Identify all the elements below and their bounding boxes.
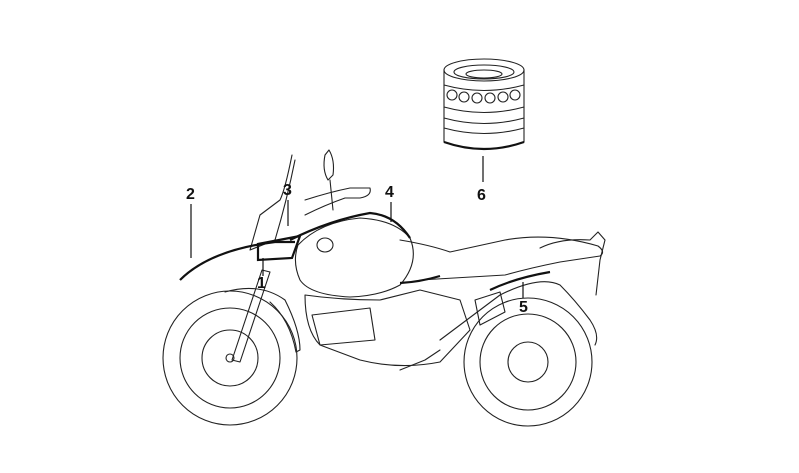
callout-6[interactable]: 6 bbox=[477, 187, 486, 204]
tank-stripe bbox=[289, 211, 411, 241]
front-fender-stripe bbox=[179, 240, 295, 281]
rear-wheel bbox=[463, 297, 593, 427]
tank-lower-stripe bbox=[399, 274, 441, 285]
callout-2[interactable]: 2 bbox=[186, 186, 195, 203]
callout-3[interactable]: 3 bbox=[283, 182, 292, 199]
side-cover-stripe bbox=[489, 270, 551, 291]
front-wheel bbox=[162, 290, 298, 426]
motorcycle-body bbox=[224, 149, 606, 371]
fairing-decal bbox=[256, 234, 302, 262]
callout-5[interactable]: 5 bbox=[519, 299, 528, 316]
callout-4[interactable]: 4 bbox=[385, 184, 394, 201]
callout-1[interactable]: 1 bbox=[257, 275, 266, 292]
paint-can-illustration bbox=[443, 58, 525, 182]
decals bbox=[179, 211, 551, 291]
